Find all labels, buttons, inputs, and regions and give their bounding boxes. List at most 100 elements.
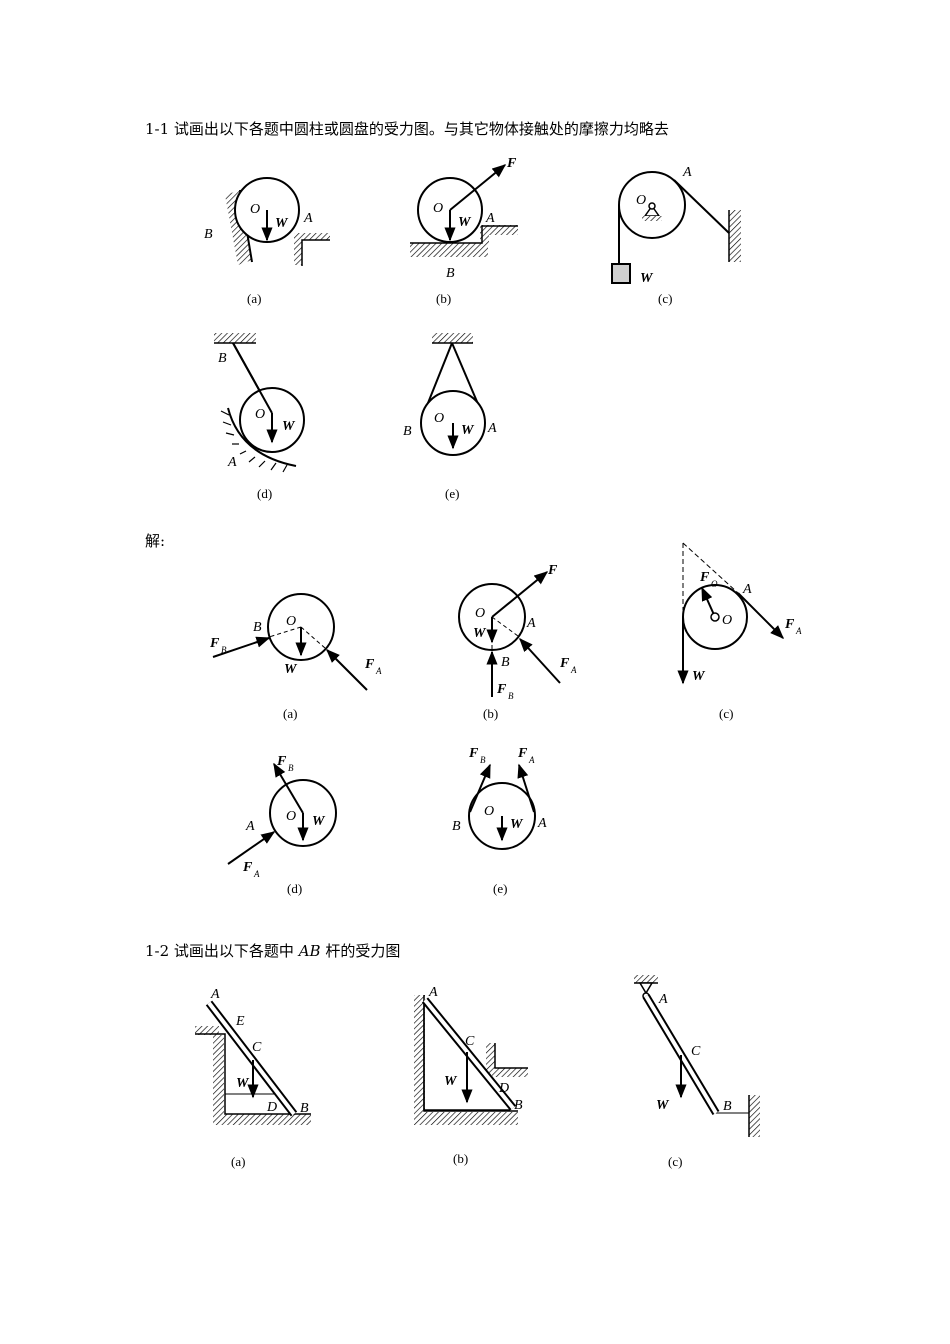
label-f: F bbox=[506, 156, 517, 171]
rope-inner bbox=[232, 342, 273, 414]
wall bbox=[729, 210, 741, 262]
force-fb-arrow bbox=[212, 636, 271, 658]
label-e: E bbox=[235, 1014, 245, 1029]
pin-support bbox=[638, 982, 654, 995]
step-side bbox=[480, 230, 489, 244]
bar-ab-inner bbox=[644, 994, 718, 1115]
inclined-wall bbox=[225, 190, 252, 265]
label-o: O bbox=[433, 201, 443, 216]
bar-ab-inner bbox=[423, 998, 515, 1110]
label-b: B bbox=[501, 655, 510, 670]
label-o: O bbox=[722, 613, 732, 628]
label-b: B bbox=[452, 819, 461, 834]
force-fb-arrow bbox=[469, 763, 491, 813]
label-a: A bbox=[682, 165, 692, 180]
dashed-radius-a bbox=[300, 626, 326, 649]
support-edge bbox=[195, 1033, 311, 1115]
label-w: W bbox=[312, 814, 326, 829]
solution-label: 解: bbox=[145, 532, 166, 550]
label-b: B bbox=[446, 266, 455, 281]
caption: (b) bbox=[436, 291, 451, 306]
caption: (e) bbox=[493, 881, 507, 896]
problem-1-2-member: AB bbox=[298, 942, 321, 960]
sol-fig-a: O B W F B F A (a) bbox=[209, 593, 382, 721]
label-w: W bbox=[461, 423, 475, 438]
sol-fig-b: O W A B F F A F B (b) bbox=[458, 563, 577, 721]
wall bbox=[414, 995, 425, 1115]
label-a: A bbox=[303, 211, 313, 226]
rope-to-wall bbox=[673, 179, 730, 234]
label-fb: F bbox=[468, 746, 479, 761]
dashed-radius-b bbox=[268, 626, 302, 638]
floor bbox=[213, 1114, 311, 1125]
label-b: B bbox=[300, 1101, 309, 1116]
caption: (b) bbox=[483, 706, 498, 721]
step-edge bbox=[494, 1043, 528, 1069]
label-fb-sub: B bbox=[221, 645, 227, 655]
sol-fig-c: O A F O F A W (c) bbox=[677, 542, 802, 721]
label-fb: F bbox=[209, 636, 220, 651]
label-fa: F bbox=[784, 617, 795, 632]
label-fa-sub: A bbox=[570, 665, 577, 675]
caption: (d) bbox=[287, 881, 302, 896]
label-w: W bbox=[640, 271, 654, 286]
label-b: B bbox=[253, 620, 262, 635]
ceiling bbox=[214, 333, 256, 343]
label-fa-sub: A bbox=[253, 869, 260, 879]
pin bbox=[710, 612, 720, 622]
label-c: C bbox=[465, 1034, 475, 1049]
step-edge bbox=[410, 225, 518, 244]
label-fo: F bbox=[699, 570, 710, 585]
ceiling bbox=[634, 975, 658, 983]
ground bbox=[410, 243, 488, 257]
force-f-arrow bbox=[491, 571, 549, 618]
label-c: C bbox=[252, 1040, 262, 1055]
pin bbox=[648, 202, 656, 210]
label-d: D bbox=[266, 1100, 277, 1115]
label-o: O bbox=[475, 606, 485, 621]
p12-fig-c: A C W B (c) bbox=[634, 975, 760, 1169]
label-o: O bbox=[286, 809, 296, 824]
label-f: F bbox=[547, 563, 558, 578]
label-fo-sub: O bbox=[711, 579, 718, 589]
problem-1-2-prefix: 1-2 试画出以下各题中 bbox=[145, 942, 299, 960]
sol-fig-e: O W B A F B F A (e) bbox=[452, 746, 547, 896]
label-a: A bbox=[227, 455, 237, 470]
floor bbox=[414, 1112, 518, 1125]
p12-fig-b: A C W D B (b) bbox=[414, 985, 528, 1166]
force-fa-arrow bbox=[519, 637, 561, 684]
caption: (a) bbox=[231, 1154, 245, 1169]
label-b: B bbox=[514, 1098, 523, 1113]
label-b: B bbox=[204, 227, 213, 242]
p11-fig-e: O W B A (e) bbox=[403, 333, 497, 501]
label-w: W bbox=[282, 419, 296, 434]
label-a: A bbox=[487, 421, 497, 436]
label-d: D bbox=[498, 1081, 509, 1096]
p11-fig-d: O W B A (d) bbox=[214, 333, 305, 501]
label-w: W bbox=[284, 662, 298, 677]
force-f-arrow bbox=[449, 164, 507, 211]
caption: (c) bbox=[658, 291, 672, 306]
label-w: W bbox=[275, 216, 289, 231]
label-o: O bbox=[255, 407, 265, 422]
problem-1-2-suffix: 杆的受力图 bbox=[320, 942, 401, 960]
label-w: W bbox=[236, 1076, 250, 1091]
p11-fig-a: O W A B (a) bbox=[204, 177, 330, 306]
label-fa-sub: A bbox=[528, 755, 535, 765]
label-fa: F bbox=[559, 656, 570, 671]
label-o: O bbox=[484, 804, 494, 819]
label-o: O bbox=[636, 193, 646, 208]
label-a: A bbox=[245, 819, 255, 834]
label-fb-sub: B bbox=[480, 755, 486, 765]
caption: (a) bbox=[247, 291, 261, 306]
label-w: W bbox=[458, 215, 472, 230]
p11-fig-c: O A W (c) bbox=[611, 165, 741, 306]
problem-1-1-statement: 1-1 试画出以下各题中圆柱或圆盘的受力图。与其它物体接触处的摩擦力均略去 bbox=[145, 120, 669, 138]
step-side bbox=[486, 1043, 495, 1075]
label-fb-sub: B bbox=[288, 763, 294, 773]
curved-surface bbox=[227, 407, 297, 467]
caption: (d) bbox=[257, 486, 272, 501]
ceiling bbox=[432, 333, 473, 343]
label-w: W bbox=[510, 817, 524, 832]
